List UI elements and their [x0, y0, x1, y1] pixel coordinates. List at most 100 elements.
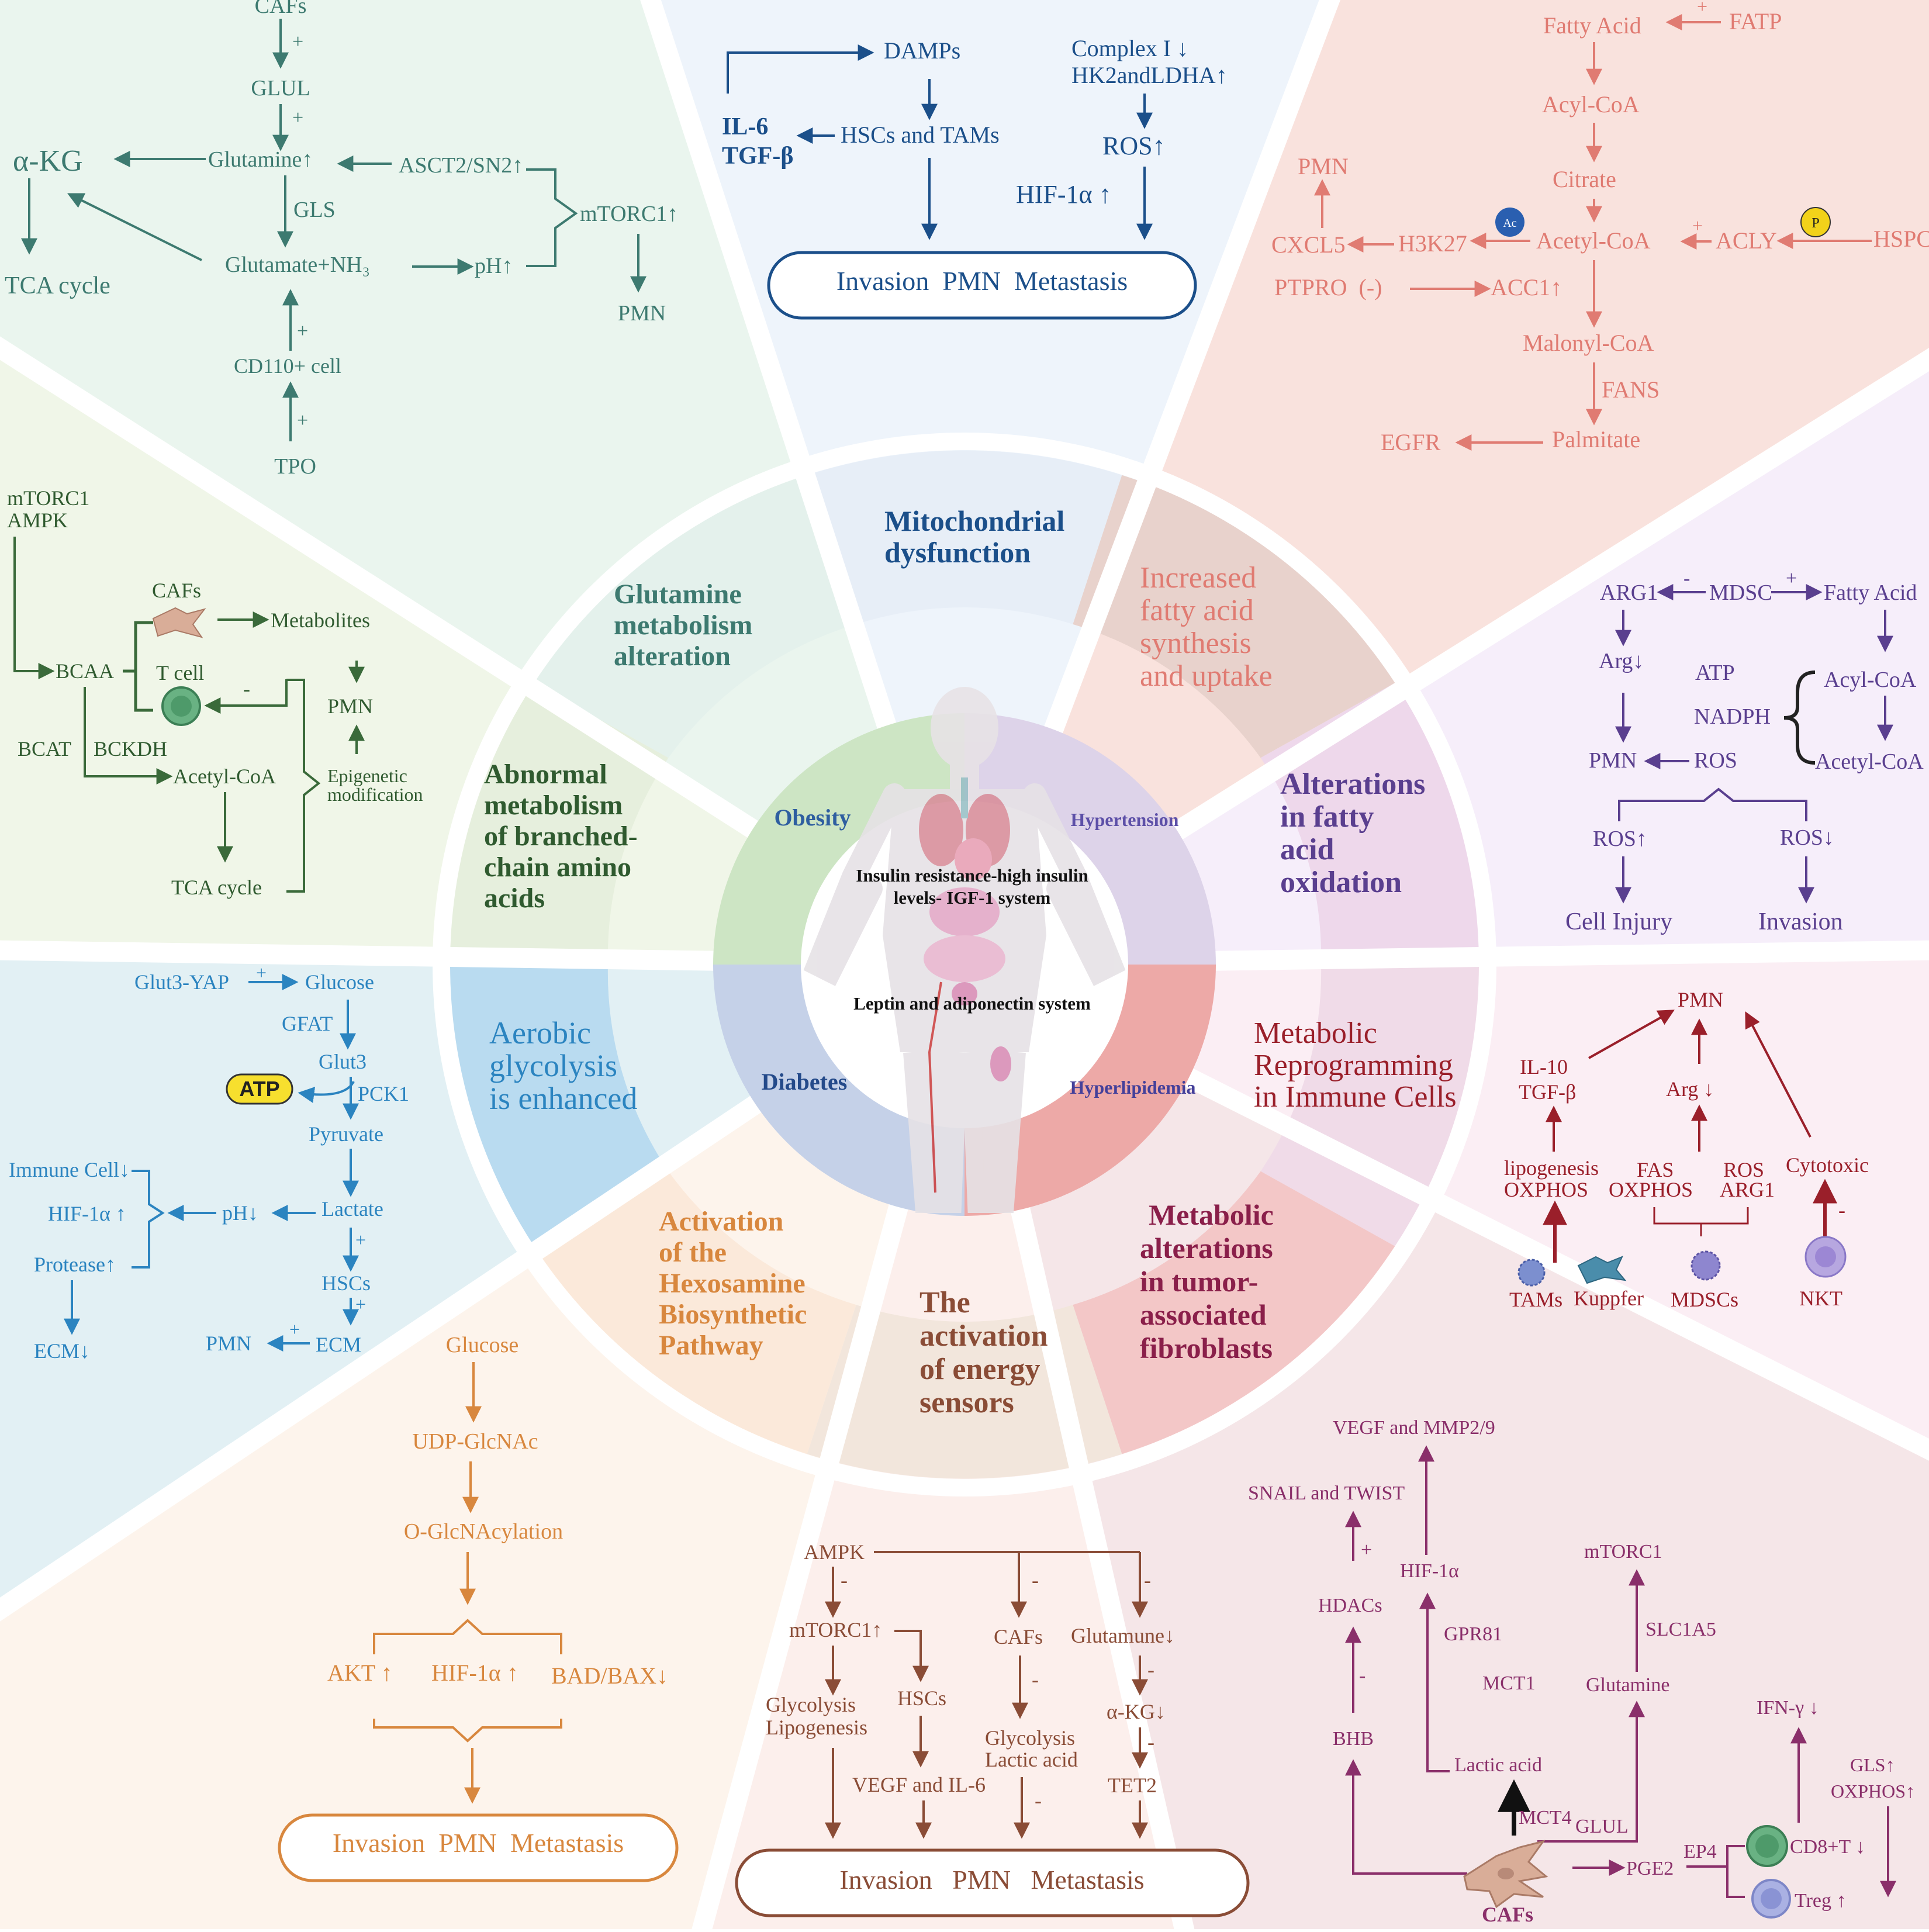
bc-metabolites: Metabolites: [271, 609, 370, 632]
fa-plus-1: +: [1697, 0, 1707, 17]
gl-brace-mtorc1: [526, 168, 578, 267]
ca-pge2: PGE2: [1626, 1858, 1674, 1879]
center-labels: Insulin resistance-high insulin levels- …: [762, 804, 1196, 1098]
fo-arg: Arg↓: [1599, 649, 1644, 673]
im-arrow-il10-pmn: [1588, 1010, 1675, 1059]
gy-atp: ATP: [239, 1077, 279, 1101]
gy-plus-2: +: [355, 1229, 366, 1250]
gl-glutamate: Glutamate+NH₃: [225, 253, 370, 277]
panel-energy: AMPK - - - mTORC1↑ CAFs Glutamune↓ - - H…: [735, 1540, 1250, 1917]
nkt-nucleus: [1815, 1246, 1836, 1267]
gl-gls: GLS: [293, 198, 336, 222]
panel-hexo: Glucose UDP-GlcNAc O-GlcNAcylation AKT ↑…: [278, 1333, 679, 1882]
en-minus-4: -: [1032, 1668, 1039, 1691]
gy-protease: Protease↑: [34, 1253, 116, 1276]
ring-bg-glutamine: [533, 475, 856, 758]
gl-plus-1: +: [292, 31, 303, 53]
figure-legs: [903, 1051, 1026, 1213]
ca-mct4: MCT4: [1519, 1807, 1572, 1829]
fo-injury: Cell Injury: [1565, 908, 1672, 935]
im-kupffer: Kuppfer: [1574, 1287, 1644, 1310]
heart: [955, 838, 992, 880]
gl-alpha-kg: α-KG: [13, 144, 83, 178]
gy-plus: +: [256, 962, 267, 983]
fa-acly: ACLY: [1716, 227, 1777, 254]
fa-acetyl: Acetyl-CoA: [1536, 227, 1651, 254]
bc-brace-epi: [286, 679, 321, 893]
bc-tcell: T cell: [156, 661, 204, 685]
ca-slc1a5: SLC1A5: [1645, 1619, 1716, 1640]
gl-glul: GLUL: [251, 76, 310, 101]
gy-glut3yap: Glut3-YAP: [134, 970, 229, 994]
fa-ptpro: PTPRO (-): [1274, 274, 1382, 300]
im-nkt: NKT: [1799, 1287, 1842, 1310]
mi-outcome: Invasion PMN Metastasis: [836, 266, 1128, 296]
bc-bckdh: BCKDH: [94, 737, 167, 761]
ca-mtorc1: mTORC1: [1584, 1541, 1662, 1563]
label-diabetes: Diabetes: [762, 1069, 848, 1095]
ca-ep4: EP4: [1683, 1841, 1717, 1862]
gy-pmn: PMN: [206, 1332, 251, 1355]
fo-mdsc: MDSC: [1709, 580, 1772, 605]
im-ros: ROS: [1723, 1158, 1764, 1181]
en-outcome: Invasion PMN Metastasis: [839, 1865, 1144, 1895]
gy-glucose: Glucose: [305, 970, 374, 994]
gl-mtorc1: mTORC1↑: [580, 202, 678, 226]
en-minus-5: -: [1147, 1658, 1154, 1681]
gl-plus-2: +: [292, 107, 303, 129]
gy-brace: [132, 1170, 165, 1269]
ring-bg-immune: [1260, 965, 1479, 1247]
ca-arrow-caf-bhb: [1345, 1759, 1467, 1875]
caf-cell-bcaa: [152, 607, 206, 638]
ca-vegf: VEGF and MMP2/9: [1333, 1417, 1495, 1439]
fa-ac: Ac: [1503, 217, 1516, 230]
bc-acetyl: Acetyl-CoA: [173, 765, 276, 788]
mi-complex: Complex I ↓: [1071, 35, 1188, 61]
fa-malonyl: Malonyl-CoA: [1523, 330, 1654, 356]
gy-gfat: GFAT: [282, 1012, 333, 1035]
en-minus-3: -: [1144, 1568, 1151, 1592]
gl-cafs: CAFs: [255, 0, 307, 18]
im-branch: [1653, 1207, 1749, 1236]
intestines: [924, 935, 1005, 982]
ring-bg-glyco: [450, 965, 669, 1247]
center-line-2: levels- IGF-1 system: [894, 887, 1051, 908]
ca-oxphos: OXPHOS↑: [1831, 1781, 1915, 1802]
hx-branch-top: [373, 1619, 562, 1654]
ca-glutamine: Glutamine: [1586, 1674, 1670, 1696]
center-line-3: Leptin and adiponectin system: [853, 993, 1091, 1014]
panel-glutamine: CAFs + GLUL + α-KG Glutamine↑ ASCT2/SN2↑…: [5, 0, 678, 479]
mdsc-cell-icon: [1691, 1250, 1721, 1281]
ca-plus: +: [1361, 1539, 1372, 1561]
ring-bg-mito: [807, 450, 1122, 624]
en-minus-1: -: [841, 1568, 848, 1592]
im-arrow-cyto-pmn: [1745, 1011, 1812, 1138]
en-minus-7: -: [1035, 1789, 1042, 1812]
bc-minus: -: [243, 677, 250, 700]
bc-bcaa: BCAA: [56, 659, 114, 683]
gy-immune: Immune Cell↓: [9, 1158, 130, 1181]
center-line-1: Insulin resistance-high insulin: [856, 865, 1088, 886]
fa-p: P: [1812, 216, 1819, 231]
fa-egfr: EGFR: [1381, 429, 1441, 455]
fo-fatty-acid: Fatty Acid: [1824, 580, 1917, 605]
fo-brace: [1783, 671, 1816, 765]
gl-arrow-glu-akg: [67, 193, 202, 261]
hx-hif: HIF-1α ↑: [431, 1660, 518, 1686]
gl-plus-4: +: [297, 410, 308, 431]
ca-ifn: IFN-γ ↓: [1757, 1697, 1819, 1719]
fo-plus: +: [1786, 568, 1797, 589]
en-vegf: VEGF and IL-6: [852, 1773, 986, 1796]
bc-bracket: [123, 621, 153, 712]
ca-hif: HIF-1α: [1400, 1560, 1459, 1582]
hx-akt: AKT ↑: [327, 1660, 392, 1686]
ca-mct1: MCT1: [1482, 1672, 1536, 1694]
bc-cafs: CAFs: [152, 579, 201, 602]
gy-pck1: PCK1: [358, 1082, 409, 1105]
bc-arrow-met-tcell: [204, 679, 288, 714]
